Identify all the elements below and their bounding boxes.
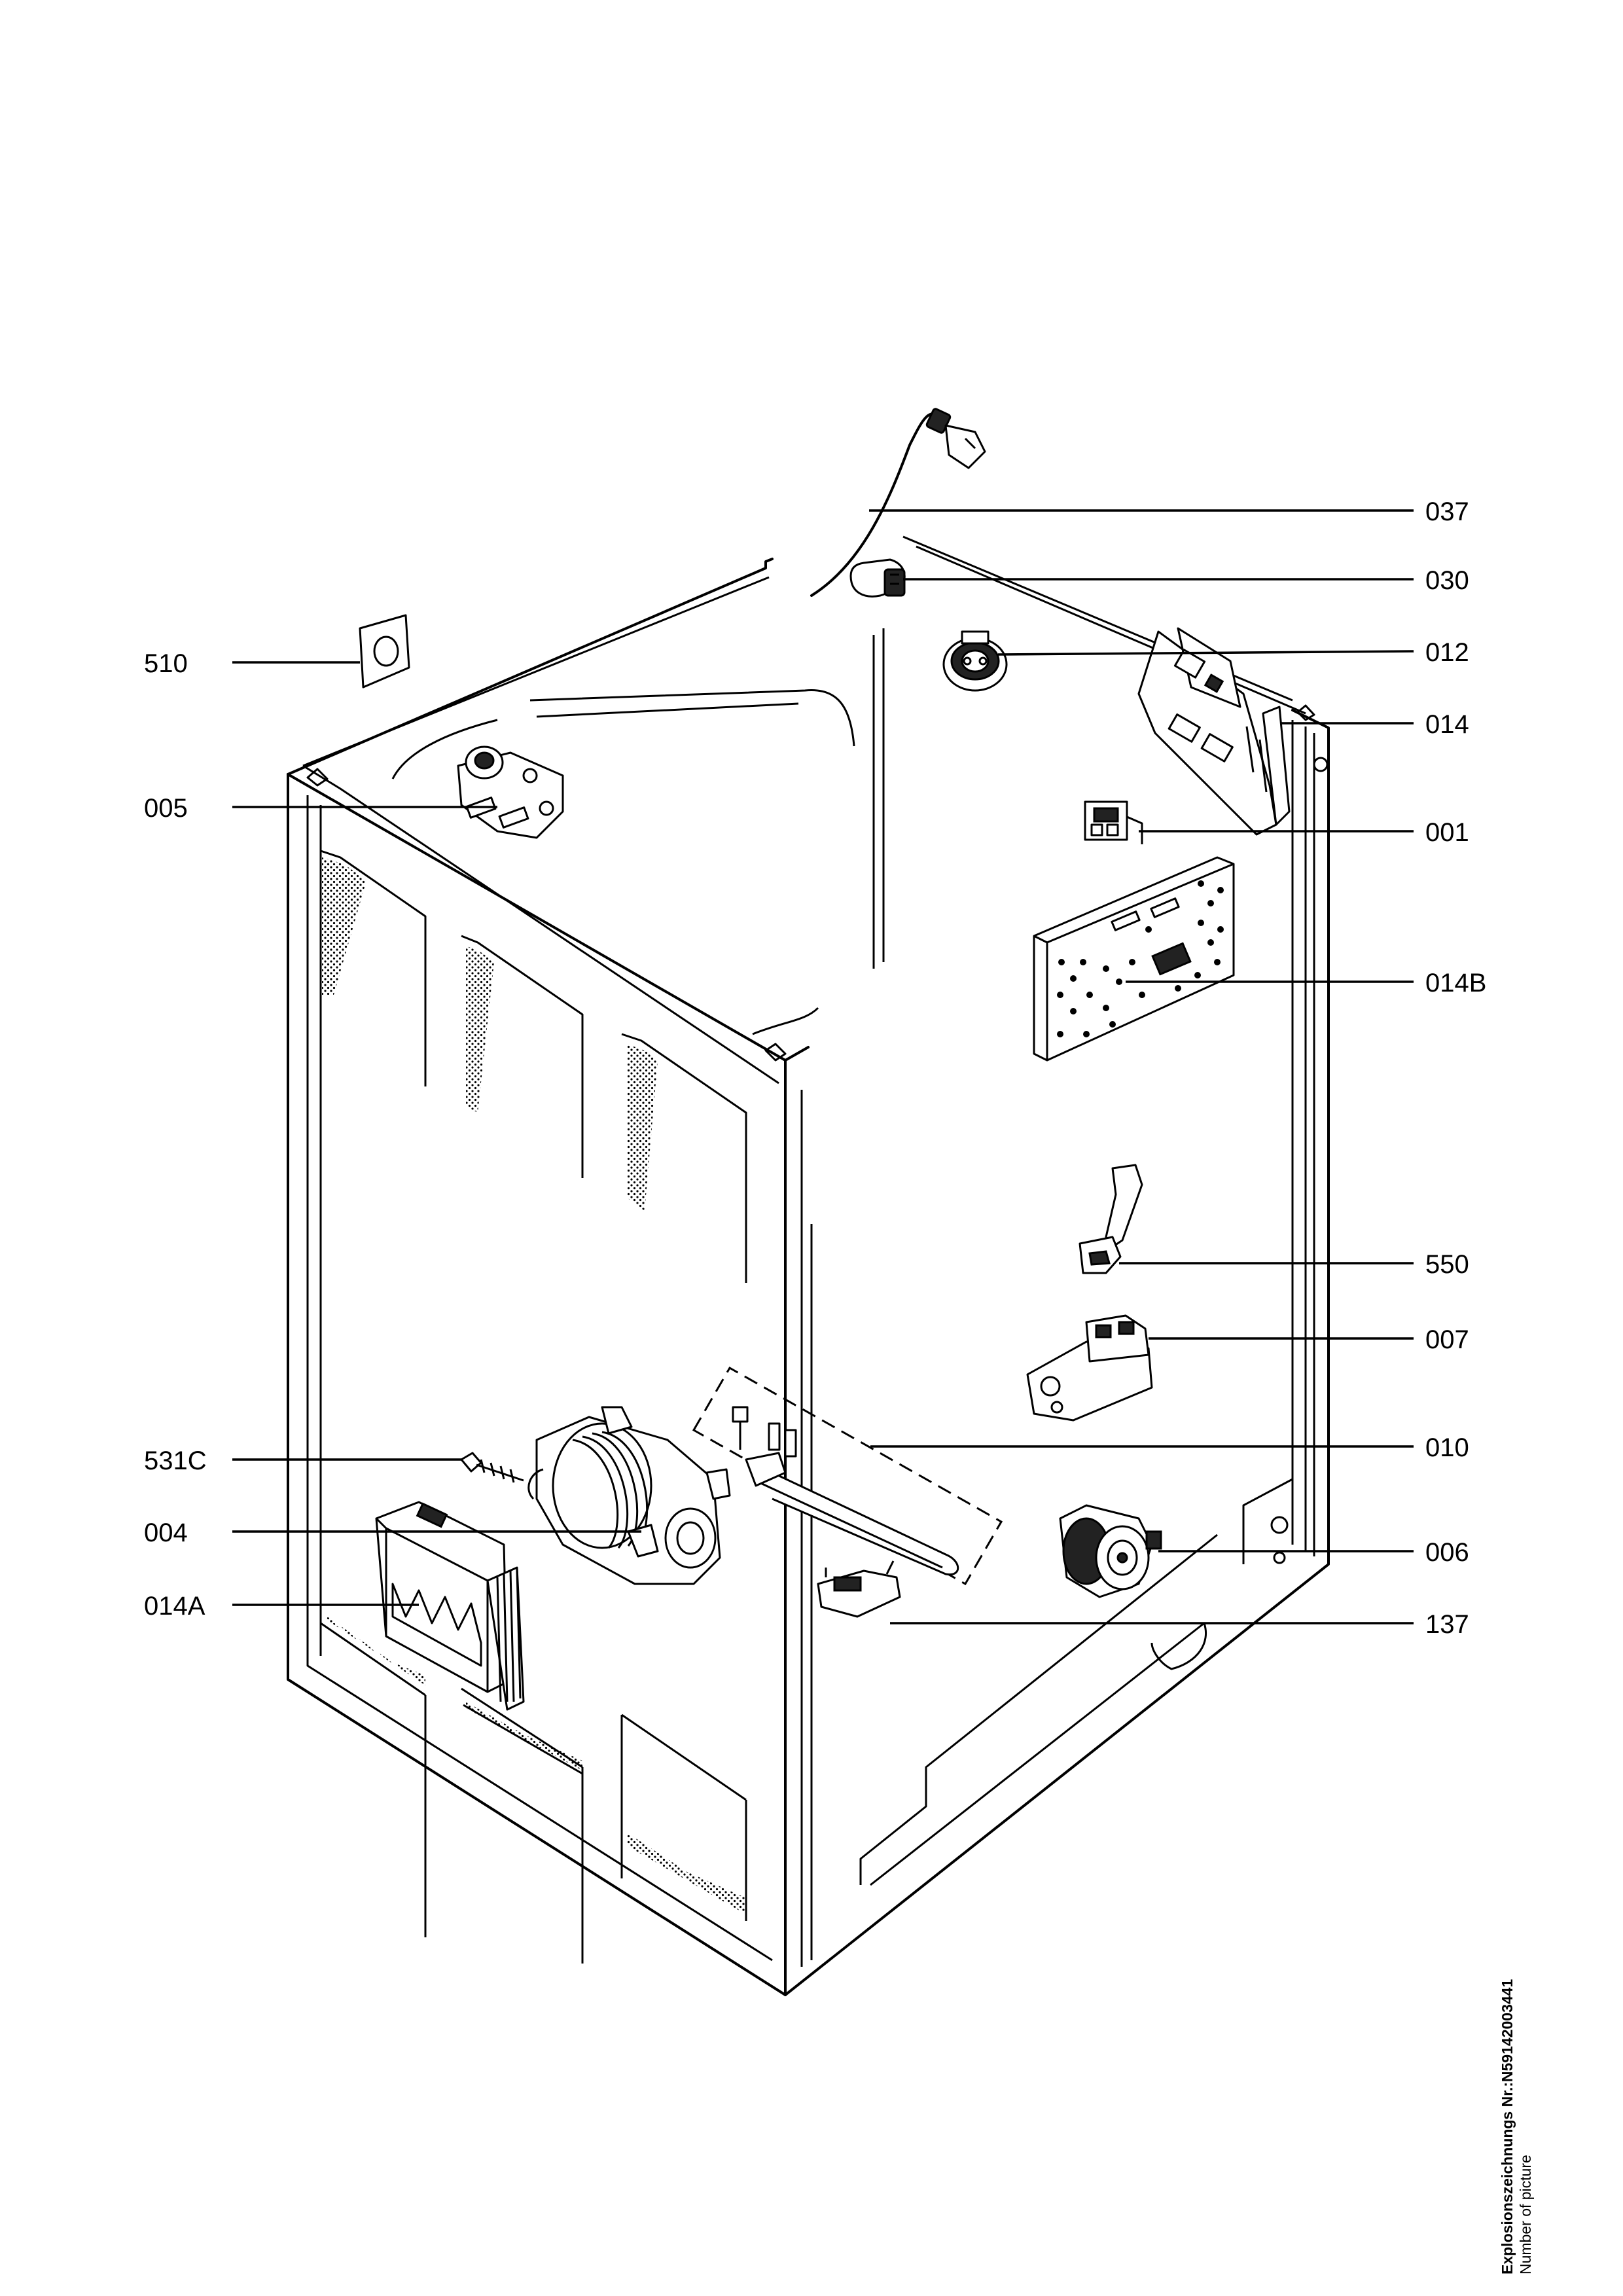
cabinet-outline: [287, 535, 1330, 1996]
label-006: 006: [1425, 1538, 1469, 1567]
label-037: 037: [1425, 497, 1469, 526]
control-bracket-014: [1137, 627, 1291, 836]
heating-element-010: [692, 1366, 1003, 1586]
label-531C: 531C: [144, 1446, 207, 1475]
connector-001: [1084, 800, 1143, 844]
washer-510: [359, 614, 410, 689]
label-010: 010: [1425, 1433, 1469, 1462]
power-cord-037: [810, 408, 986, 597]
label-014: 014: [1425, 710, 1469, 739]
inlet-valve-005: [457, 745, 564, 839]
control-board-014B: [1033, 856, 1235, 1062]
label-004: 004: [144, 1518, 188, 1547]
door-handle-550: [1079, 1164, 1143, 1274]
label-550: 550: [1425, 1250, 1469, 1279]
label-014A: 014A: [144, 1592, 205, 1621]
sensor-137: [817, 1560, 901, 1618]
label-030: 030: [1425, 566, 1469, 595]
pressure-switch-012: [942, 630, 1008, 692]
filter-030: [849, 558, 906, 598]
picture-caption: Number of picture: [1516, 2155, 1534, 2274]
label-012: 012: [1425, 638, 1469, 667]
screw-531C: [460, 1452, 524, 1483]
drawing-number: Explosionszeichnungs Nr.:N59142003441: [1499, 1979, 1516, 2274]
door-lock-007: [1026, 1314, 1153, 1422]
side-panels: [320, 850, 747, 1964]
pump-switch-006: [1059, 1504, 1162, 1598]
label-005: 005: [144, 794, 188, 823]
label-137: 137: [1425, 1610, 1469, 1639]
drain-pump-004: [527, 1406, 731, 1585]
label-001: 001: [1425, 818, 1469, 847]
label-007: 007: [1425, 1325, 1469, 1354]
drawing-footer: Explosionszeichnungs Nr.:N59142003441 Nu…: [1499, 1979, 1535, 2274]
leader-lines: [232, 509, 1414, 1624]
module-014A: [375, 1501, 525, 1711]
label-510: 510: [144, 649, 188, 678]
label-014B: 014B: [1425, 969, 1486, 997]
